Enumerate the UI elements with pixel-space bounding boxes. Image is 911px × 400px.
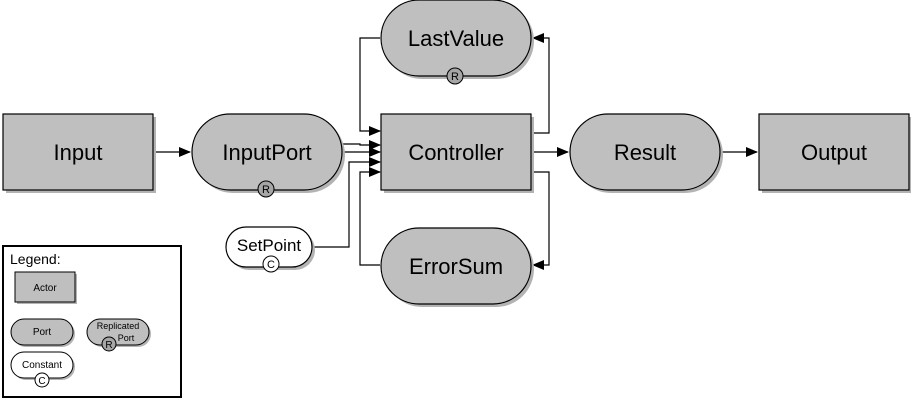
legend-constant-badge-letter: C [38, 376, 45, 387]
legend-replicated-port-label-line2: Port [118, 333, 135, 343]
legend-actor: Actor [14, 271, 77, 304]
node-label: Output [801, 140, 867, 165]
node-label: InputPort [222, 140, 311, 165]
legend-replicated-port-label-line1: Replicated [97, 321, 140, 331]
legend-replicated-port: Replicated Port R [86, 318, 151, 352]
constant-badge-icon [262, 255, 280, 273]
legend-constant: Constant C [10, 351, 75, 388]
legend-title: Legend: [10, 251, 61, 267]
node-label: Input [54, 140, 103, 165]
node-label: LastValue [408, 26, 504, 51]
connectors [154, 33, 758, 270]
edge-setpoint-to-controller [313, 157, 381, 248]
node-label: SetPoint [237, 236, 302, 255]
badge-letter: R [451, 71, 459, 83]
badge-letter: R [262, 184, 270, 196]
node-label: Result [614, 140, 676, 165]
port-shape [569, 113, 721, 191]
port-shape [380, 227, 532, 305]
replicated-badge-icon [257, 180, 275, 198]
node-controller: Controller [380, 113, 534, 193]
node-inputport: InputPort R [191, 113, 345, 198]
node-lastvalue: LastValue R [380, 0, 534, 85]
legend-port-label: Port [33, 327, 52, 338]
node-label: ErrorSum [409, 254, 503, 279]
legend-replicated-badge-icon [101, 336, 117, 352]
edge-inputport-to-controller-a [342, 140, 381, 150]
legend: Legend: Actor Port Replicated Port R Con… [2, 245, 182, 398]
badge-letter: C [267, 259, 275, 271]
legend-actor-label: Actor [33, 283, 57, 294]
edge-controller-to-lastvalue [532, 33, 550, 134]
actor-box [758, 113, 910, 191]
replicated-badge-icon [446, 67, 464, 85]
node-setpoint: SetPoint C [225, 226, 315, 273]
node-output: Output [758, 113, 911, 193]
node-errorsum: ErrorSum [380, 227, 534, 307]
node-label: Controller [408, 140, 503, 165]
legend-port: Port [10, 318, 75, 347]
actor-box [2, 113, 154, 191]
node-result: Result [569, 113, 723, 193]
edge-lastvalue-to-controller [359, 37, 381, 136]
legend-constant-badge-icon [34, 372, 50, 388]
legend-constant-label: Constant [22, 360, 62, 371]
legend-replicated-badge-letter: R [105, 340, 112, 351]
edge-controller-to-errorsum [532, 171, 550, 270]
edge-errorsum-to-controller [359, 167, 381, 266]
node-input: Input [2, 113, 156, 193]
actor-box [380, 113, 532, 191]
